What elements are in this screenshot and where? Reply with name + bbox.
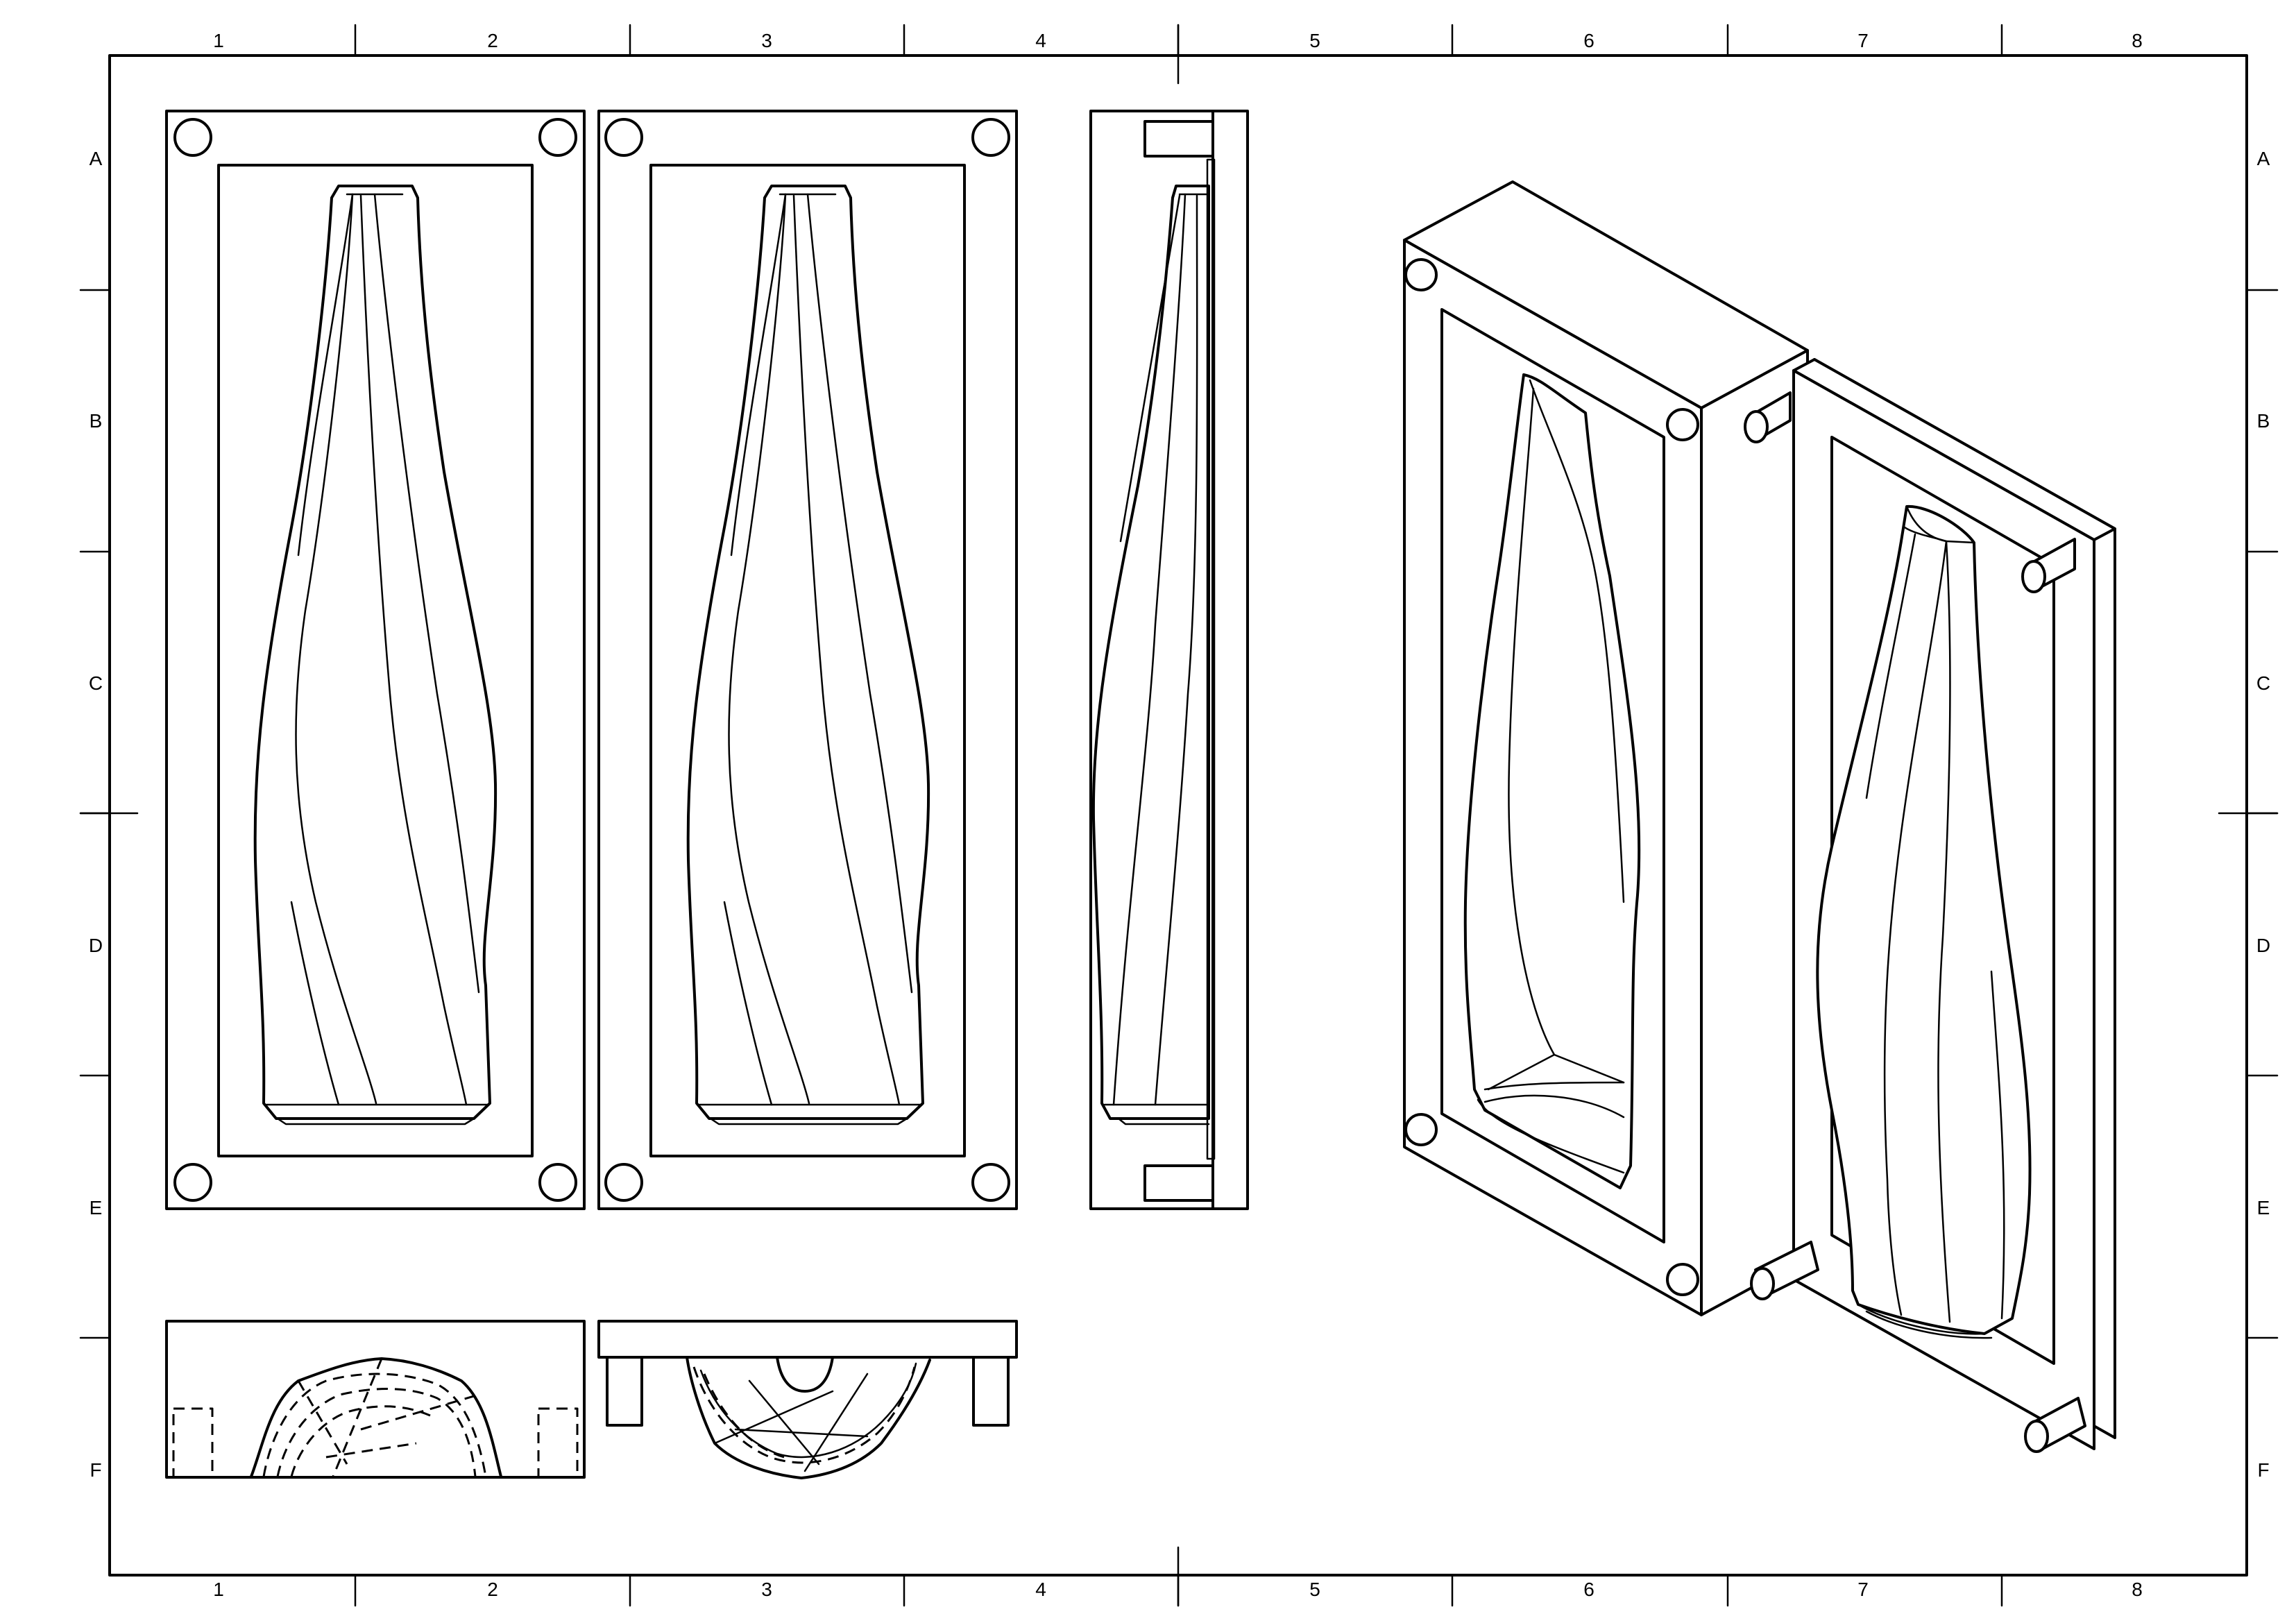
iso-block-right [1744,358,2116,1453]
bolt-hole [604,1163,643,1202]
col-label-3: 3 [761,30,772,51]
iso-front-face [1403,239,1703,1316]
alignment-pin [1143,120,1214,158]
col-label-4: 4 [1035,30,1046,51]
bottle-cavity-outline [686,185,930,1120]
iso-block-left [1403,180,1809,1316]
bolt-hole [1666,1263,1699,1296]
mold-cavity-frame [217,164,534,1157]
col-label-3-bottom: 3 [761,1579,772,1600]
col-label-1-bottom: 1 [213,1579,224,1600]
col-label-2-bottom: 2 [487,1579,498,1600]
col-label-7: 7 [1857,30,1869,51]
bolt-hole [971,118,1010,157]
bolt-hole [538,1163,577,1202]
bolt-hole [604,118,643,157]
mold-cavity-frame [649,164,966,1157]
bolt-hole [1404,1113,1438,1146]
row-labels-right: A B C D E F [2256,148,2270,1481]
row-label-b-right: B [2257,410,2270,432]
row-label-a: A [90,148,103,169]
bottle-neck-profile [776,1356,834,1393]
hidden-pin [172,1407,214,1479]
bottle-section-outline [250,1357,502,1478]
top-view-mold [597,1320,1018,1479]
bolt-hole [971,1163,1010,1202]
hidden-top-lines [692,1366,916,1464]
column-labels-top: 1 2 3 4 5 6 7 8 [213,30,2143,51]
alignment-pin [972,1356,1010,1427]
iso-side-face [1700,349,1809,1316]
col-label-8: 8 [2132,30,2143,51]
alignment-pin [2021,538,2076,593]
row-label-c-right: C [2256,672,2270,694]
alignment-pin [606,1356,643,1427]
col-label-7-bottom: 7 [1857,1579,1869,1600]
iso-bottle-half [1816,504,2032,1335]
iso-cavity-frame [1440,308,1665,1243]
row-labels-left: A B C D E F [89,148,103,1481]
bottle-side-profile [1091,185,1210,1120]
alignment-pin [1750,1241,1819,1300]
bolt-hole [1404,258,1438,291]
bolt-hole [173,1163,212,1202]
iso-bottle-cavity [1463,373,1641,1189]
iso-cavity-facets [1477,379,1625,1174]
hidden-pin [537,1407,579,1479]
front-view-mold-half-1 [165,110,586,1210]
col-label-5-bottom: 5 [1309,1579,1320,1600]
iso-bottle-facets [1857,505,2005,1339]
col-label-6-bottom: 6 [1583,1579,1595,1600]
col-label-1: 1 [213,30,224,51]
col-label-4-bottom: 4 [1035,1579,1046,1600]
side-plate-outline [1089,110,1249,1210]
zone-ticks [79,24,2279,1607]
bottle-side-facets [1103,193,1210,1125]
side-view-mold [1089,110,1249,1210]
row-label-d: D [89,935,103,956]
bottom-view-mold [165,1320,586,1479]
row-label-f: F [90,1459,101,1481]
isometric-view [1403,180,2116,1453]
bolt-hole [538,118,577,157]
row-label-c: C [89,672,103,694]
bottle-facet-lines [265,193,490,1125]
row-label-d-right: D [2256,935,2270,956]
bottle-cavity-outline [253,185,498,1120]
bottle-top-facets [699,1362,917,1472]
alignment-pin [1143,1164,1214,1202]
column-labels-bottom: 1 2 3 4 5 6 7 8 [213,1579,2143,1600]
bolt-hole [1666,408,1699,441]
front-view-mold-half-2 [597,110,1018,1210]
bottom-plate-outline [165,1320,586,1479]
top-plate-outline [597,1320,1018,1359]
row-label-b: B [90,410,103,432]
row-label-a-right: A [2257,148,2270,169]
bolt-hole [173,118,212,157]
col-label-6: 6 [1583,30,1595,51]
col-label-5: 5 [1309,30,1320,51]
col-label-8-bottom: 8 [2132,1579,2143,1600]
bottle-top-profile [686,1356,931,1479]
mold-plate-outline [165,110,586,1210]
row-label-f-right: F [2257,1459,2269,1481]
col-label-2: 2 [487,30,498,51]
alignment-pin [1744,391,1792,443]
bottle-facet-lines [698,193,923,1125]
row-label-e-right: E [2257,1197,2270,1218]
row-label-e: E [90,1197,103,1218]
hidden-section-lines [262,1358,487,1477]
mold-plate-outline [597,110,1018,1210]
alignment-pin [2024,1397,2086,1453]
